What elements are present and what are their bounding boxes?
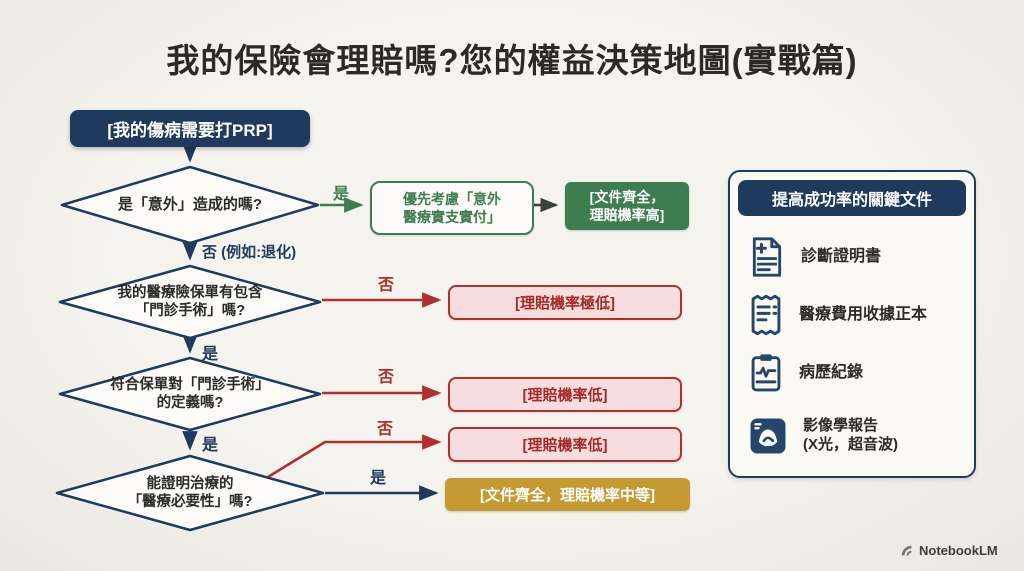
decision-3-text: 符合保單對「門診手術」 的定義嗎? bbox=[110, 376, 270, 411]
diagnosis-certificate-icon bbox=[752, 237, 782, 277]
medical-record-icon bbox=[751, 354, 781, 392]
page-title: 我的保險會理賠嗎?您的權益決策地圖(實戰篇) bbox=[166, 42, 858, 79]
edge-label-d2-no: 否 bbox=[378, 277, 395, 294]
medical-receipt-icon bbox=[751, 294, 781, 336]
panel-item-diagnosis: 診斷證明書 bbox=[748, 234, 964, 280]
edge-label-d3-yes: 是 bbox=[202, 437, 219, 454]
panel-item-receipt: 醫療費用收據正本 bbox=[748, 292, 964, 338]
decision-diamond-4 bbox=[55, 454, 325, 532]
decision-2-text: 我的醫療險保單有包含 「門診手術」嗎? bbox=[117, 284, 263, 319]
outcome-high-node: [文件齊全， 理賠機率高] bbox=[565, 182, 689, 230]
outcome-very-low-node: [理賠機率極低] bbox=[448, 285, 682, 320]
decision-4-text: 能證明治療的 「醫療必要性」嗎? bbox=[127, 475, 253, 510]
decision-diamond-2 bbox=[58, 264, 322, 340]
edge-label-d4-yes: 是 bbox=[370, 470, 387, 487]
decision-diamond-1 bbox=[60, 165, 320, 245]
brand-name: NotebookLM bbox=[919, 543, 998, 558]
panel-item-imaging: 影像學報告 (X光，超音波) bbox=[748, 410, 964, 462]
outcome-low-node-1: [理賠機率低] bbox=[448, 377, 682, 412]
panel-item-label: 影像學報告 (X光，超音波) bbox=[803, 417, 898, 453]
decision-1-text: 是「意外」造成的嗎? bbox=[117, 195, 263, 213]
edge-label-d2-yes: 是 bbox=[202, 346, 219, 363]
imaging-report-icon bbox=[750, 418, 786, 454]
edge-label-d3-no: 否 bbox=[378, 369, 395, 386]
panel-item-record: 病歷紀錄 bbox=[748, 350, 964, 396]
arrow-d4-no bbox=[267, 434, 442, 479]
panel-item-label: 病歷紀錄 bbox=[799, 364, 864, 381]
outcome-medium-node: [文件齊全，理賠機率中等] bbox=[445, 478, 690, 511]
key-documents-panel: 提高成功率的關鍵文件 診斷證明書 醫療費用收據正本 bbox=[728, 170, 976, 478]
edge-label-d1-yes: 是 bbox=[333, 186, 350, 203]
decision-diamond-3 bbox=[58, 356, 322, 432]
panel-title: 提高成功率的關鍵文件 bbox=[738, 180, 966, 216]
edge-label-d4-no: 否 bbox=[377, 421, 394, 438]
panel-item-label: 診斷證明書 bbox=[801, 248, 882, 265]
advice-accident-node: 優先考慮「意外 醫療實支實付」 bbox=[370, 181, 534, 235]
edge-label-d1-no: 否 (例如:退化) bbox=[202, 244, 297, 261]
outcome-low-node-2: [理賠機率低] bbox=[448, 427, 682, 462]
panel-item-label: 醫療費用收據正本 bbox=[799, 306, 928, 323]
notebooklm-logo-icon bbox=[901, 545, 912, 555]
brand-footer: NotebookLM bbox=[900, 543, 998, 558]
start-node: [我的傷病需要打PRP] bbox=[70, 110, 310, 147]
